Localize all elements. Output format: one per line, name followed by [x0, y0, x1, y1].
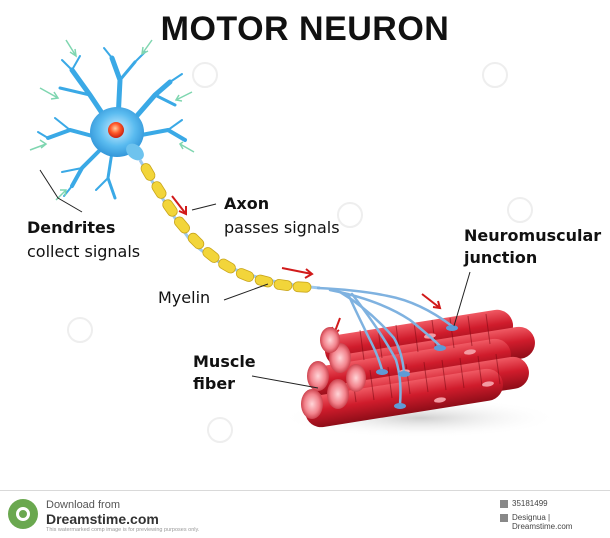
nmj-line-1: Neuromuscular	[464, 226, 602, 245]
muscle-fiber-bundle	[301, 309, 535, 428]
neuromuscular-junction-label: Neuromuscular	[464, 226, 601, 246]
download-from-text: Download from	[46, 499, 120, 511]
axon-hillock	[126, 143, 144, 161]
dendrites-label: Dendrites	[27, 218, 115, 238]
neuromuscular-junction-label-2: junction	[464, 248, 537, 268]
muscle-fiber-label: Muscle	[193, 352, 256, 372]
muscle-fiber-label-2: fiber	[193, 374, 235, 394]
credit-icon	[500, 514, 508, 522]
muscle-line-1: Muscle	[193, 352, 256, 371]
preview-note: This watermarked comp image is for previ…	[46, 527, 200, 533]
myelin-label: Myelin	[158, 288, 211, 307]
site-name: Dreamstime.com	[46, 511, 159, 527]
diagram-title: MOTOR NEURON	[160, 10, 450, 48]
axon-terminals	[316, 286, 454, 406]
nucleus	[108, 122, 124, 138]
incoming-signal-arrows	[29, 39, 195, 201]
id-icon	[500, 500, 508, 508]
terminal-buttons	[376, 325, 458, 409]
muscle-line-2: fiber	[193, 374, 236, 393]
axon-title: Axon	[224, 194, 270, 213]
image-credit: Designua | Dreamstime.com	[512, 513, 573, 531]
axon-label: Axon	[224, 194, 269, 214]
dendrites-title: Dendrites	[27, 218, 116, 237]
dendrites-description: collect signals	[27, 242, 141, 261]
nmj-line-2: junction	[464, 248, 538, 267]
image-id: 35181499	[512, 499, 548, 508]
label-leader-lines	[39, 169, 471, 389]
watermark-footer: Download from Dreamstime.com This waterm…	[0, 490, 610, 538]
axon-description: passes signals	[224, 218, 340, 237]
motor-neuron-illustration	[29, 39, 560, 443]
dreamstime-logo-icon	[8, 499, 38, 529]
myelin-sheath	[140, 163, 312, 293]
